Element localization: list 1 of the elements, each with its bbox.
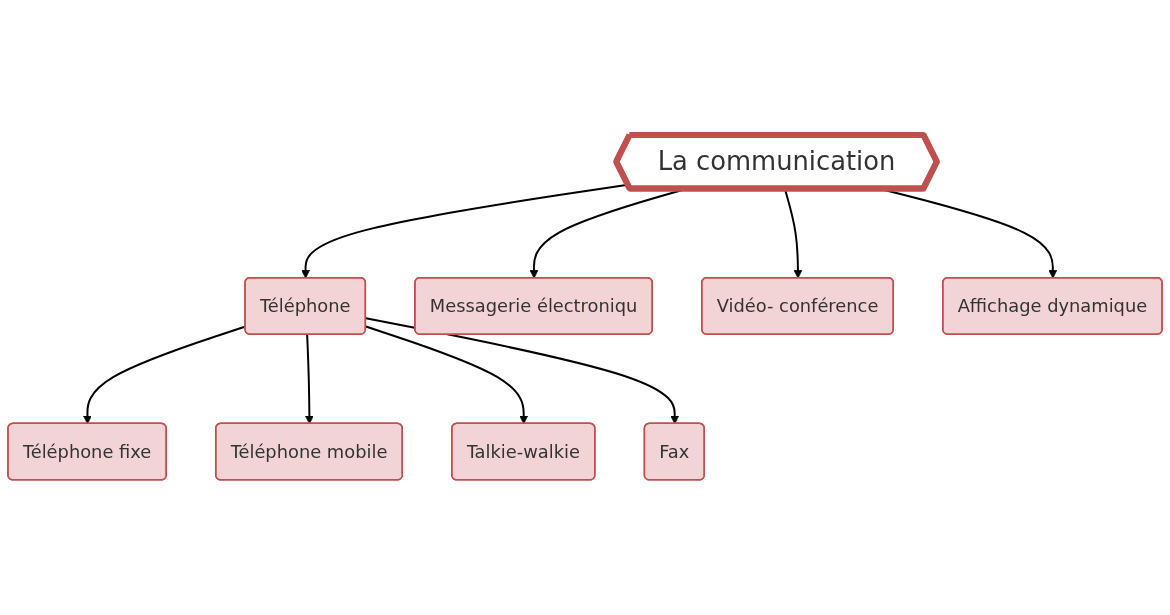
arrow: [305, 333, 314, 425]
